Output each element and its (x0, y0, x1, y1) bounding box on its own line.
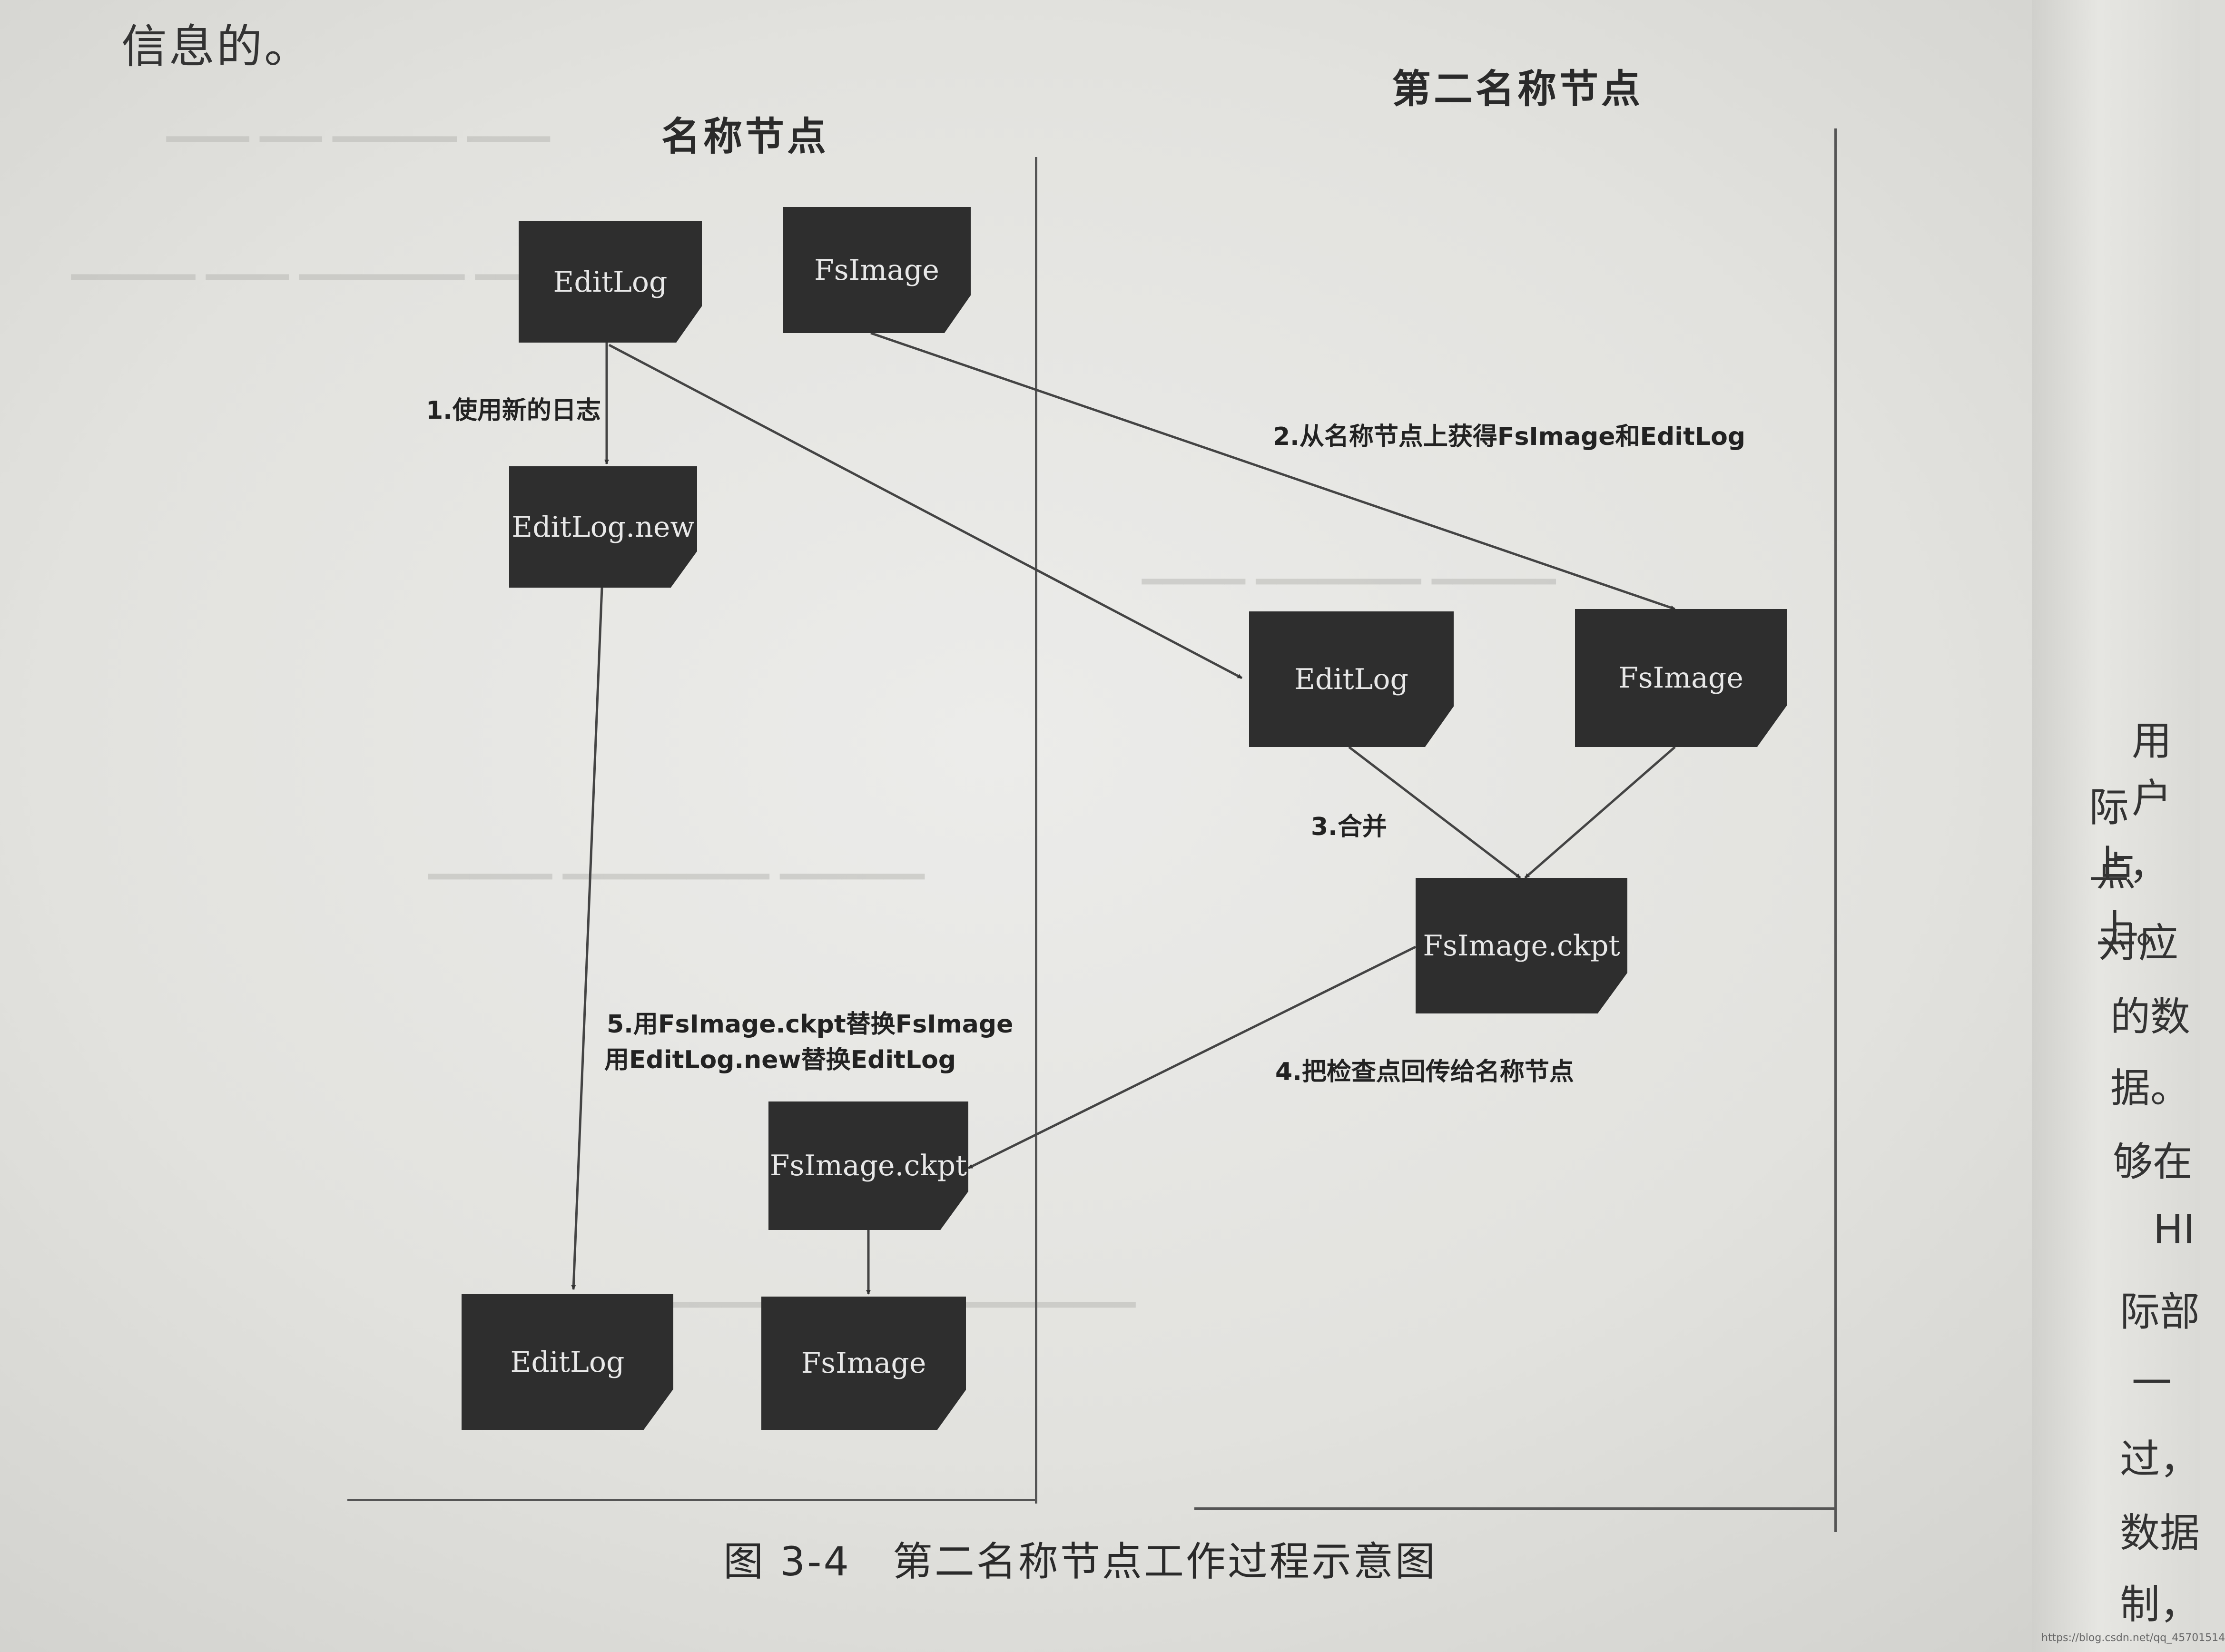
arrow-secondary-editlog-to-ckpt (1348, 746, 1521, 879)
arrow-editlog-new-down (571, 587, 603, 1290)
step1-label: 1.使用新的日志 (426, 396, 601, 425)
node-secondary-fsimage: FsImage (1575, 609, 1787, 747)
watermark: https://blog.csdn.net/qq_45701514 (2041, 1632, 2225, 1644)
side-text-12: 制， (2120, 1581, 2200, 1628)
arrow-editlog-to-secondary-editlog (608, 344, 1243, 679)
node-fsimage-ckpt-bottom: FsImage.ckpt (768, 1101, 968, 1230)
arrow-secondary-fsimage-to-ckpt (1524, 746, 1676, 879)
title-secondary-namenode: 第二名称节点 (1392, 67, 1644, 112)
side-text-4: 的数 (2110, 993, 2191, 1040)
figure-caption: 图 3-4 第二名称节点工作过程示意图 (723, 1538, 1437, 1585)
node-editlog-top: EditLog (519, 221, 702, 343)
step2-label: 2.从名称节点上获得FsImage和EditLog (1273, 423, 1746, 451)
side-text-0: 用户 (2132, 718, 2172, 822)
side-text-5: 据。 (2110, 1065, 2191, 1111)
frame-bottom-right (1194, 1507, 1837, 1510)
node-secondary-editlog: EditLog (1249, 611, 1454, 747)
title-namenode: 名称节点 (661, 114, 829, 159)
divider-left-vertical (1035, 157, 1037, 1504)
side-text-3: 对应 (2098, 920, 2179, 966)
arrow-ckpt-back-to-namenode (967, 945, 1417, 1170)
node-editlog-new: EditLog.new (509, 466, 697, 588)
side-text-6: 够在 (2113, 1139, 2193, 1185)
top-text: 信息的。 (121, 20, 312, 73)
bleed-through-line: ━━━━━━ ━━━━━━━━━━ ━━━━━━━ (428, 856, 925, 896)
bleed-through-line: ━━━━ ━━━ ━━━━━━ ━━━━ (167, 119, 550, 159)
side-text-1: 际上， (2089, 784, 2169, 888)
step5-label-line1: 5.用FsImage.ckpt替换FsImage (607, 1010, 1014, 1039)
side-text-11: 数据 (2120, 1510, 2200, 1556)
side-text-10: 过， (2120, 1436, 2200, 1483)
node-fsimage-top: FsImage (783, 207, 971, 333)
step4-label: 4.把检查点回传给名称节点 (1275, 1058, 1574, 1086)
bleed-through-line: ━━━━━━ ━━━━ ━━━━━━━━ ━━━━━━ (71, 257, 600, 297)
node-secondary-fsimage-ckpt: FsImage.ckpt (1416, 878, 1627, 1013)
node-fsimage-bottom: FsImage (761, 1297, 966, 1430)
arrow-fsimage-to-secondary-fsimage (870, 332, 1675, 610)
side-text-2: 点上。 (2096, 848, 2176, 953)
side-text-7: HI (2153, 1206, 2195, 1253)
frame-right-vertical (1834, 128, 1837, 1532)
step5-label-line2: 用EditLog.new替换EditLog (604, 1046, 956, 1074)
bleed-through-line: ━━━━━ ━━━━━━━━ ━━━━━━ (1142, 561, 1556, 601)
side-text-9: 一 (2132, 1360, 2172, 1406)
step3-label: 3.合并 (1311, 813, 1387, 841)
side-text-8: 际部 (2120, 1288, 2200, 1335)
frame-bottom-left (347, 1499, 1035, 1501)
node-editlog-bottom: EditLog (462, 1294, 673, 1430)
facing-page-edge (2032, 0, 2200, 1652)
